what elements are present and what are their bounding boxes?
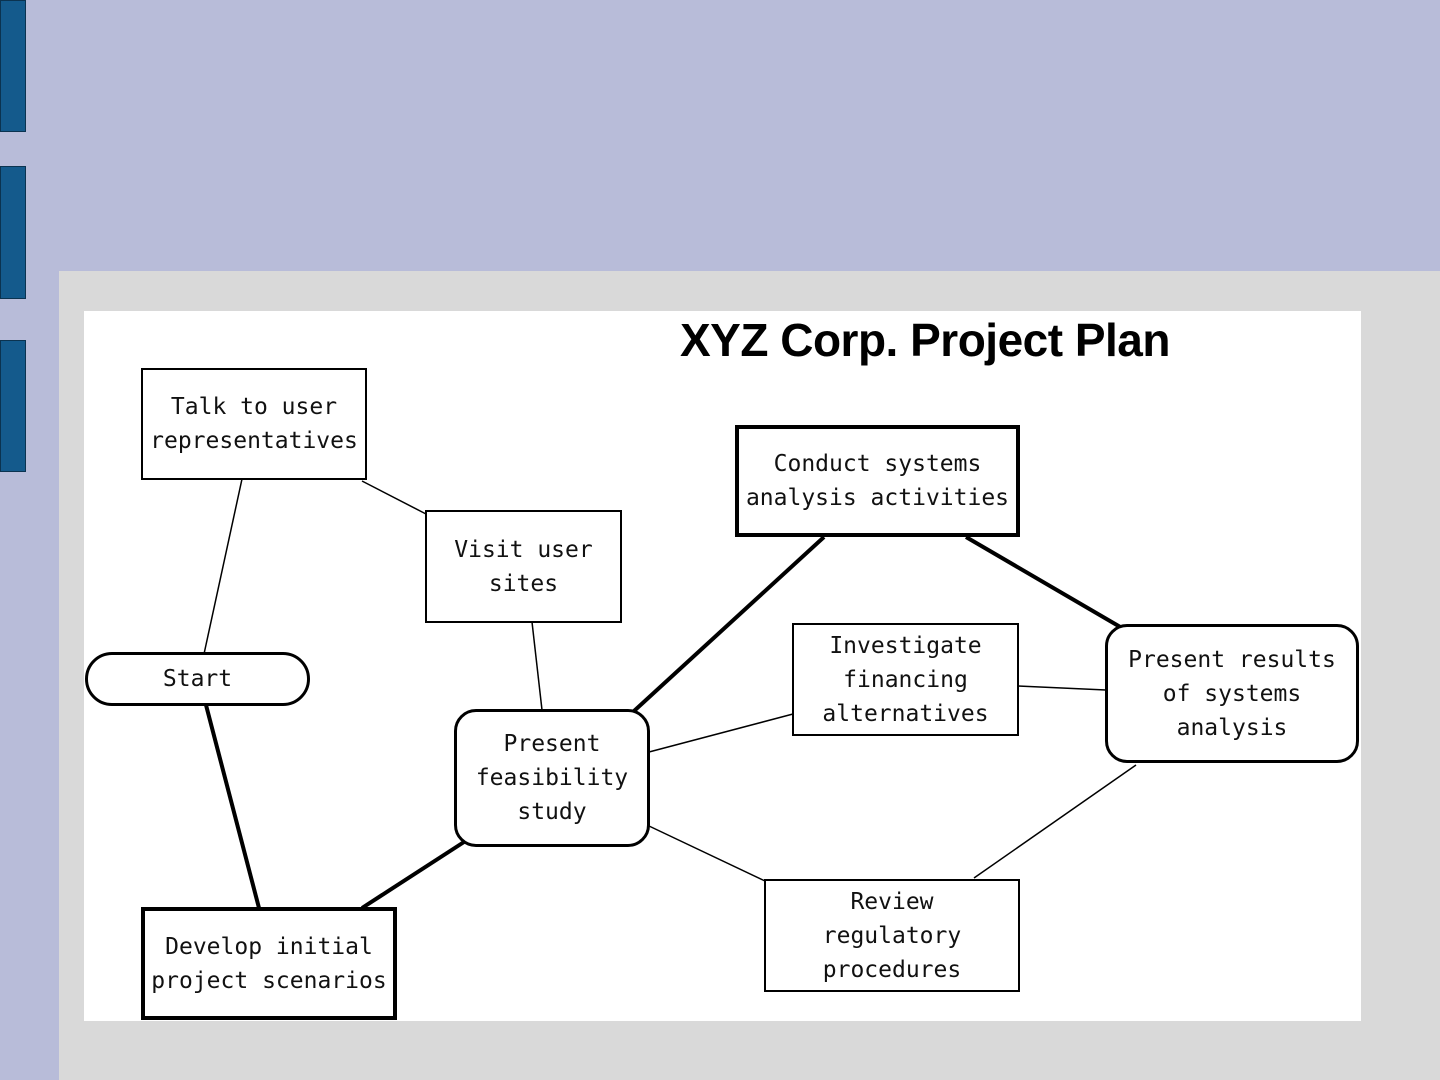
connector-feasibility-investigate [649, 714, 793, 752]
node-present-feasibility: Present feasibility study [454, 709, 650, 847]
side-tab-1 [0, 0, 26, 132]
node-conduct-analysis: Conduct systems analysis activities [735, 425, 1020, 537]
connector-talk-visit [362, 481, 426, 514]
side-tab-2 [0, 166, 26, 299]
node-investigate-financing: Investigate financing alternatives [792, 623, 1019, 736]
node-present-results: Present results of systems analysis [1105, 624, 1359, 763]
connector-visit-feasibility [532, 622, 542, 710]
project-plan-diagram: XYZ Corp. Project Plan Talk to user repr… [84, 311, 1361, 1021]
connector-investigate-results [1018, 686, 1106, 690]
connector-develop-feasibility [362, 842, 464, 908]
node-start: Start [85, 652, 310, 706]
connector-talk-start [204, 479, 242, 654]
side-tab-3 [0, 340, 26, 472]
connector-conduct-results [966, 537, 1122, 628]
connector-start-develop [206, 705, 259, 908]
node-talk-to-user: Talk to user representatives [141, 368, 367, 480]
node-review-regulatory: Review regulatory procedures [764, 879, 1020, 992]
connector-feasibility-review [649, 826, 765, 881]
node-develop-scenarios: Develop initial project scenarios [141, 907, 397, 1020]
diagram-title: XYZ Corp. Project Plan [680, 313, 1280, 367]
connector-review-results [974, 765, 1136, 878]
node-visit-user-sites: Visit user sites [425, 510, 622, 623]
